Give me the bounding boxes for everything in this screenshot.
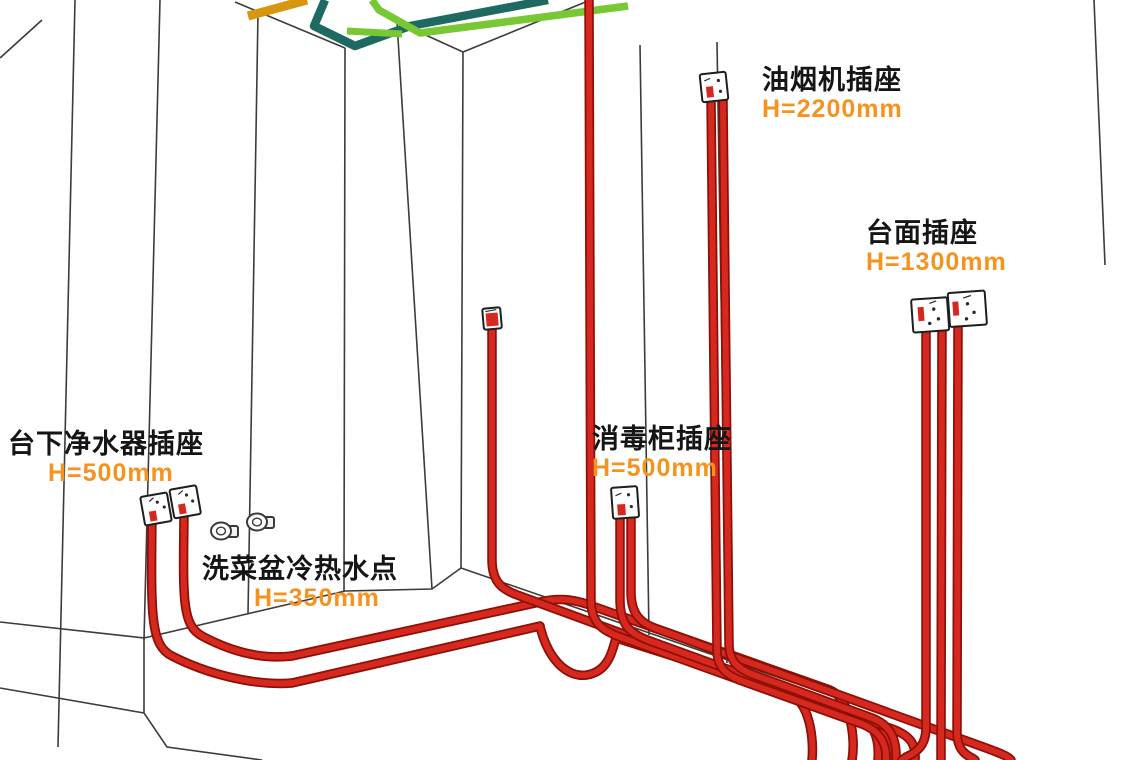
outlet-mark (485, 312, 499, 327)
label-title: 台面插座 (866, 218, 978, 248)
label-title: 消毒柜插座 (592, 424, 732, 454)
purifier-socket-plate (139, 484, 202, 527)
outlet-mark (705, 86, 715, 98)
left-wall-seam-3 (247, 12, 259, 615)
label-disinfection-socket: 消毒柜插座 H=500mm (592, 424, 732, 482)
wall-lines (0, 0, 1106, 760)
countertop-socket-plate (910, 289, 988, 334)
left-wall-seam-1 (57, 0, 76, 748)
outlet-mark (178, 503, 187, 515)
pipe-purifier-run-1 (146, 509, 884, 760)
sink-water-stubs (210, 512, 275, 541)
label-height-value: H=2200mm (762, 94, 903, 123)
outlet-mark (952, 301, 960, 316)
label-height-value: H=1300mm (866, 247, 1007, 276)
label-title: 油烟机插座 (762, 65, 902, 95)
left-wall-seam-2 (143, 0, 161, 641)
outlet-mark (917, 306, 925, 322)
hot-water-stub (246, 512, 275, 532)
pipe-countertop-1 (897, 321, 931, 760)
label-title: 台下净水器插座 (8, 429, 204, 459)
sockets (139, 70, 988, 527)
right-wall-edge (1093, 0, 1106, 266)
column-left-edge (396, 21, 433, 590)
ceiling-corner-line (0, 19, 43, 59)
column-right-edge (460, 51, 464, 569)
label-height-value: H=500mm (48, 458, 174, 487)
orange-conduit (246, 0, 309, 21)
outlet-mark (617, 503, 626, 516)
teal-conduit (309, 0, 549, 51)
label-countertop-socket: 台面插座 H=1300mm (866, 218, 1007, 276)
disinfection-socket-plate (610, 485, 640, 520)
left-wall-floor-line (143, 567, 462, 639)
ceiling-conduits (246, 0, 629, 51)
label-height-value: H=500mm (592, 453, 718, 482)
junction-socket-plate (481, 306, 503, 331)
cold-water-stub (210, 521, 239, 541)
ceiling-left-edge (234, 1, 346, 49)
green-conduit (368, 0, 629, 37)
label-rangehood-socket: 油烟机插座 H=2200mm (762, 65, 903, 123)
label-sink-water-point: 洗菜盆冷热水点 H=350mm (202, 554, 398, 612)
red-conduit-pipes (146, 0, 1016, 760)
ceiling-right-edge (462, 0, 589, 53)
label-purifier-socket: 台下净水器插座 H=500mm (8, 429, 204, 487)
label-height-value: H=350mm (254, 583, 380, 612)
rangehood-socket-plate (698, 70, 730, 104)
pipe-junction-drop (487, 323, 818, 760)
right-wall-seam-1 (639, 44, 650, 636)
outlet-mark (148, 510, 158, 522)
green-conduit-short (346, 27, 403, 38)
label-title: 洗菜盆冷热水点 (202, 554, 398, 584)
left-wall-right-edge (343, 47, 346, 592)
floor-step-front (0, 687, 145, 714)
